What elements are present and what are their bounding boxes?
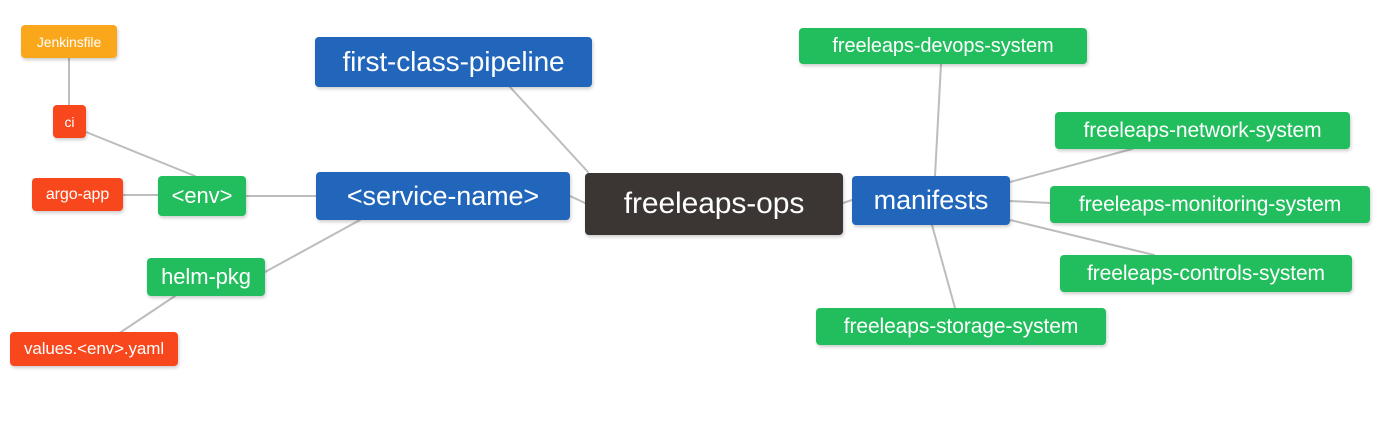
node-label-controls-system: freeleaps-controls-system (1087, 261, 1325, 285)
node-devops-system[interactable]: freeleaps-devops-system (799, 28, 1087, 64)
node-label-service-name: <service-name> (346, 180, 540, 211)
node-first-class-pipeline[interactable]: first-class-pipeline (315, 37, 592, 87)
edge-root-service-name (569, 195, 586, 204)
node-label-helm-pkg: helm-pkg (161, 264, 251, 289)
node-label-jenkinsfile: Jenkinsfile (36, 33, 102, 50)
node-env[interactable]: <env> (158, 176, 246, 216)
node-label-network-system: freeleaps-network-system (1083, 118, 1322, 142)
node-label-first-class-pipeline: first-class-pipeline (342, 46, 565, 77)
edge-root-manifests (842, 199, 853, 204)
node-ci[interactable]: ci (53, 105, 86, 138)
edge-manifests-monitoring (1009, 200, 1051, 204)
node-storage-system[interactable]: freeleaps-storage-system (816, 308, 1106, 345)
edge-env-ci (85, 131, 196, 177)
edge-manifests-devops (934, 63, 942, 177)
node-label-values-yaml: values.<env>.yaml (23, 339, 165, 358)
node-argo-app[interactable]: argo-app (32, 178, 123, 211)
node-monitoring-system[interactable]: freeleaps-monitoring-system (1050, 186, 1370, 223)
edge-service-name-helm-pkg (264, 219, 361, 273)
node-service-name[interactable]: <service-name> (316, 172, 570, 220)
node-controls-system[interactable]: freeleaps-controls-system (1060, 255, 1352, 292)
node-label-env: <env> (171, 183, 233, 208)
node-label-storage-system: freeleaps-storage-system (843, 314, 1079, 338)
node-label-devops-system: freeleaps-devops-system (832, 34, 1054, 57)
node-root[interactable]: freeleaps-ops (585, 173, 843, 235)
edge-manifests-storage (931, 224, 956, 309)
node-manifests[interactable]: manifests (852, 176, 1010, 225)
edge-helm-pkg-values-yaml (114, 295, 176, 337)
edge-manifests-network (1009, 148, 1133, 183)
edge-manifests-controls (1009, 219, 1155, 256)
node-helm-pkg[interactable]: helm-pkg (147, 258, 265, 296)
node-label-root: freeleaps-ops (623, 187, 805, 220)
node-jenkinsfile[interactable]: Jenkinsfile (21, 25, 117, 58)
node-network-system[interactable]: freeleaps-network-system (1055, 112, 1350, 149)
edge-service-name-pipeline (509, 86, 589, 173)
node-label-monitoring-system: freeleaps-monitoring-system (1078, 192, 1342, 216)
node-label-argo-app: argo-app (45, 185, 110, 203)
node-values-yaml[interactable]: values.<env>.yaml (10, 332, 178, 366)
node-label-ci: ci (64, 113, 75, 130)
node-label-manifests: manifests (873, 185, 989, 215)
